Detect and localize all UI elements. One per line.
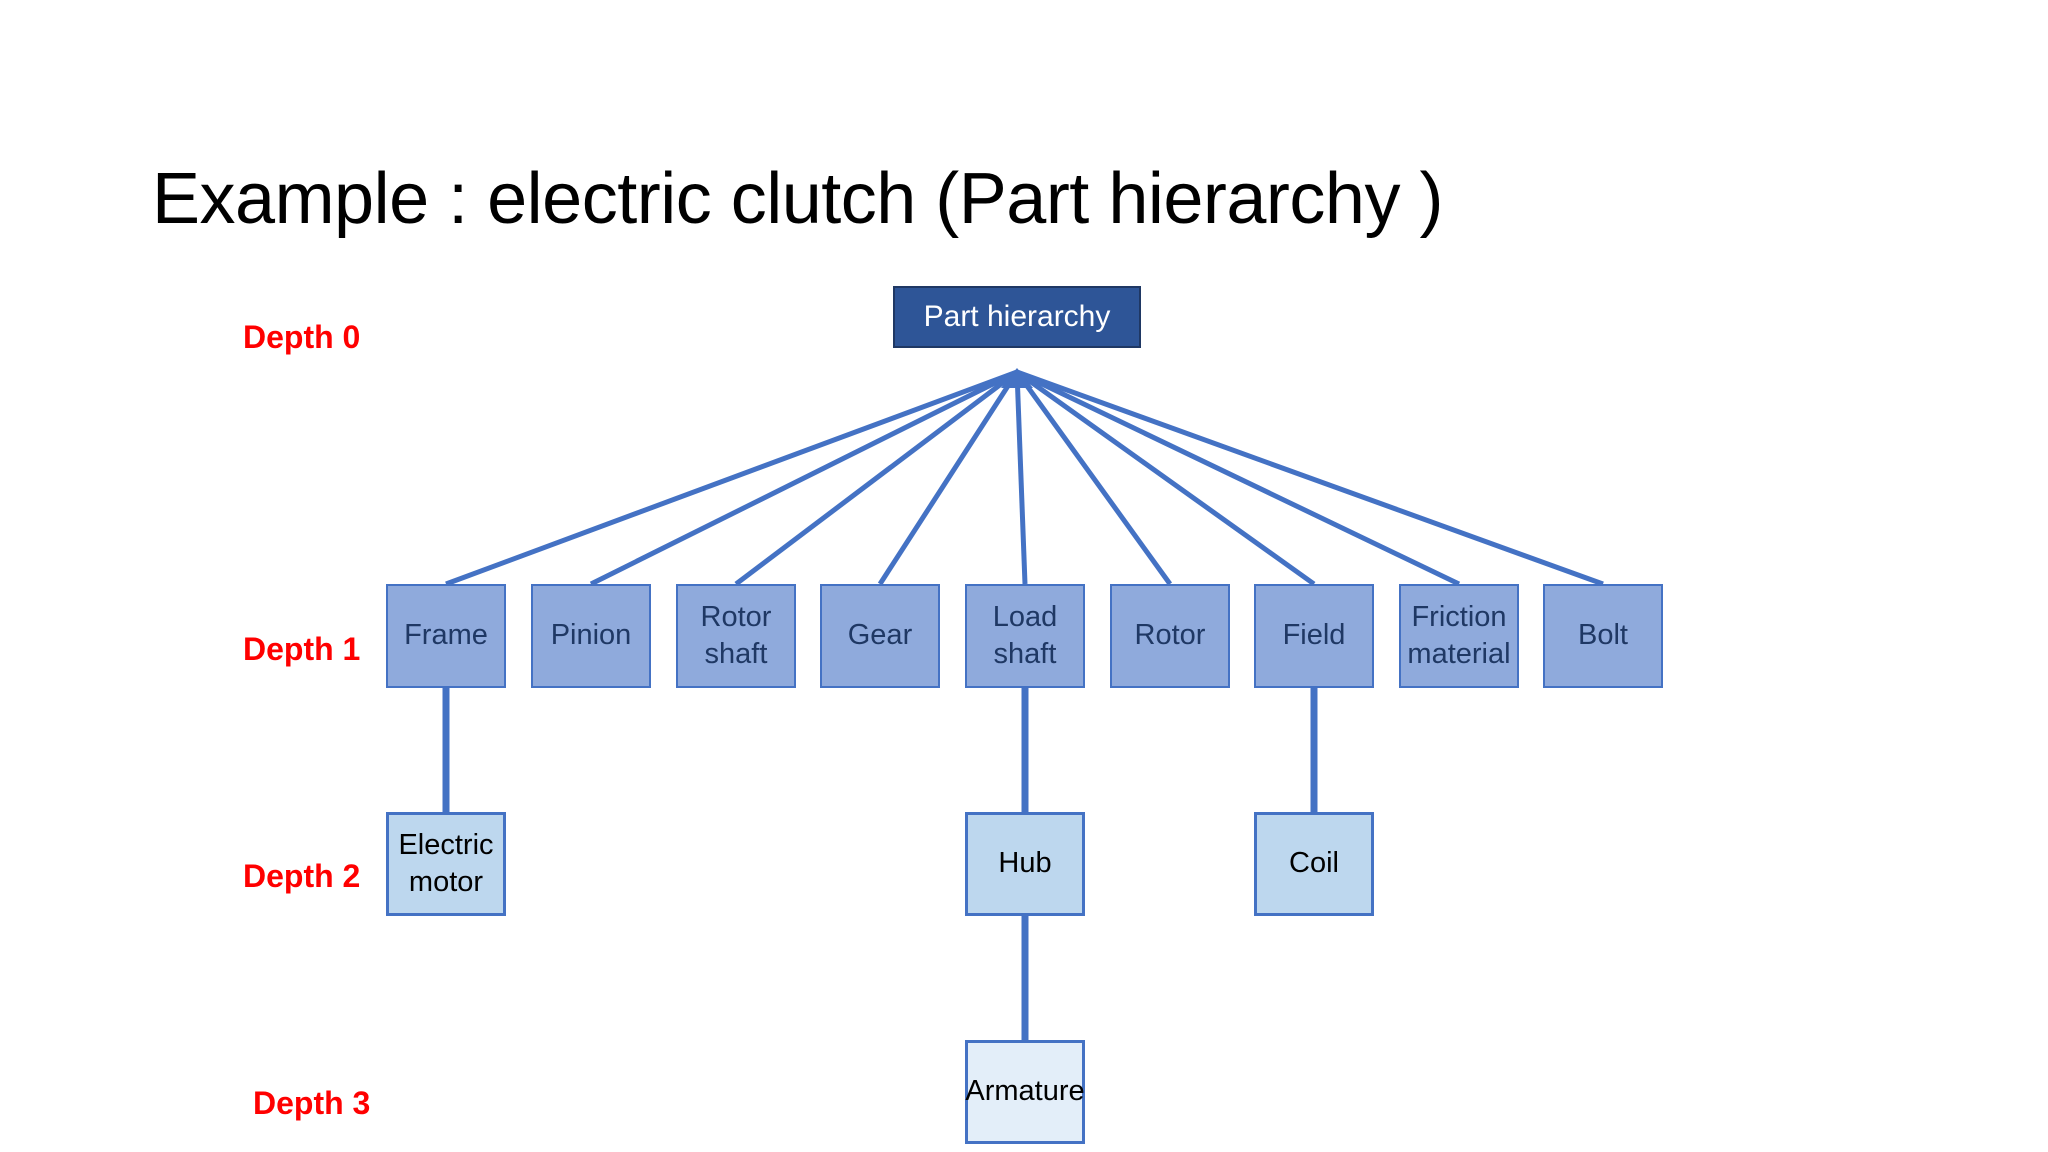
edge-root-to-pinion (589, 369, 1019, 587)
node-depth1-pinion[interactable]: Pinion (531, 584, 651, 688)
node-depth1-load-shaft[interactable]: Load shaft (965, 584, 1085, 688)
node-depth3-armature[interactable]: Armature (965, 1040, 1085, 1144)
node-depth2-hub[interactable]: Hub (965, 812, 1085, 916)
edge-root-to-rotor-shaft (734, 370, 1019, 586)
edge-root-to-friction-material (1015, 369, 1461, 587)
node-depth1-rotor-shaft[interactable]: Rotor shaft (676, 584, 796, 688)
node-root-part-hierarchy[interactable]: Part hierarchy (893, 286, 1141, 348)
edge-root-to-load-shaft (1014, 371, 1028, 585)
edge-root-to-frame (445, 369, 1018, 587)
page-title: Example : electric clutch (Part hierarch… (152, 159, 1443, 240)
node-depth1-field[interactable]: Field (1254, 584, 1374, 688)
edge-root-to-gear (877, 370, 1020, 586)
edge-root-to-field (1015, 369, 1316, 587)
node-depth1-gear[interactable]: Gear (820, 584, 940, 688)
node-depth1-frame[interactable]: Frame (386, 584, 506, 688)
edge-root-to-bolt (1016, 369, 1604, 587)
node-depth1-bolt[interactable]: Bolt (1543, 584, 1663, 688)
node-depth2-coil[interactable]: Coil (1254, 812, 1374, 916)
node-depth2-electric-motor[interactable]: Electric motor (386, 812, 506, 916)
depth-label-2: Depth 2 (243, 858, 361, 894)
depth-label-1: Depth 1 (243, 631, 361, 667)
node-depth1-friction-material[interactable]: Friction material (1399, 584, 1519, 688)
node-depth1-rotor[interactable]: Rotor (1110, 584, 1230, 688)
depth-label-3: Depth 3 (253, 1085, 371, 1121)
edge-root-to-rotor (1014, 370, 1173, 586)
depth-label-0: Depth 0 (243, 319, 361, 355)
fan-origin-marker (1001, 368, 1033, 388)
